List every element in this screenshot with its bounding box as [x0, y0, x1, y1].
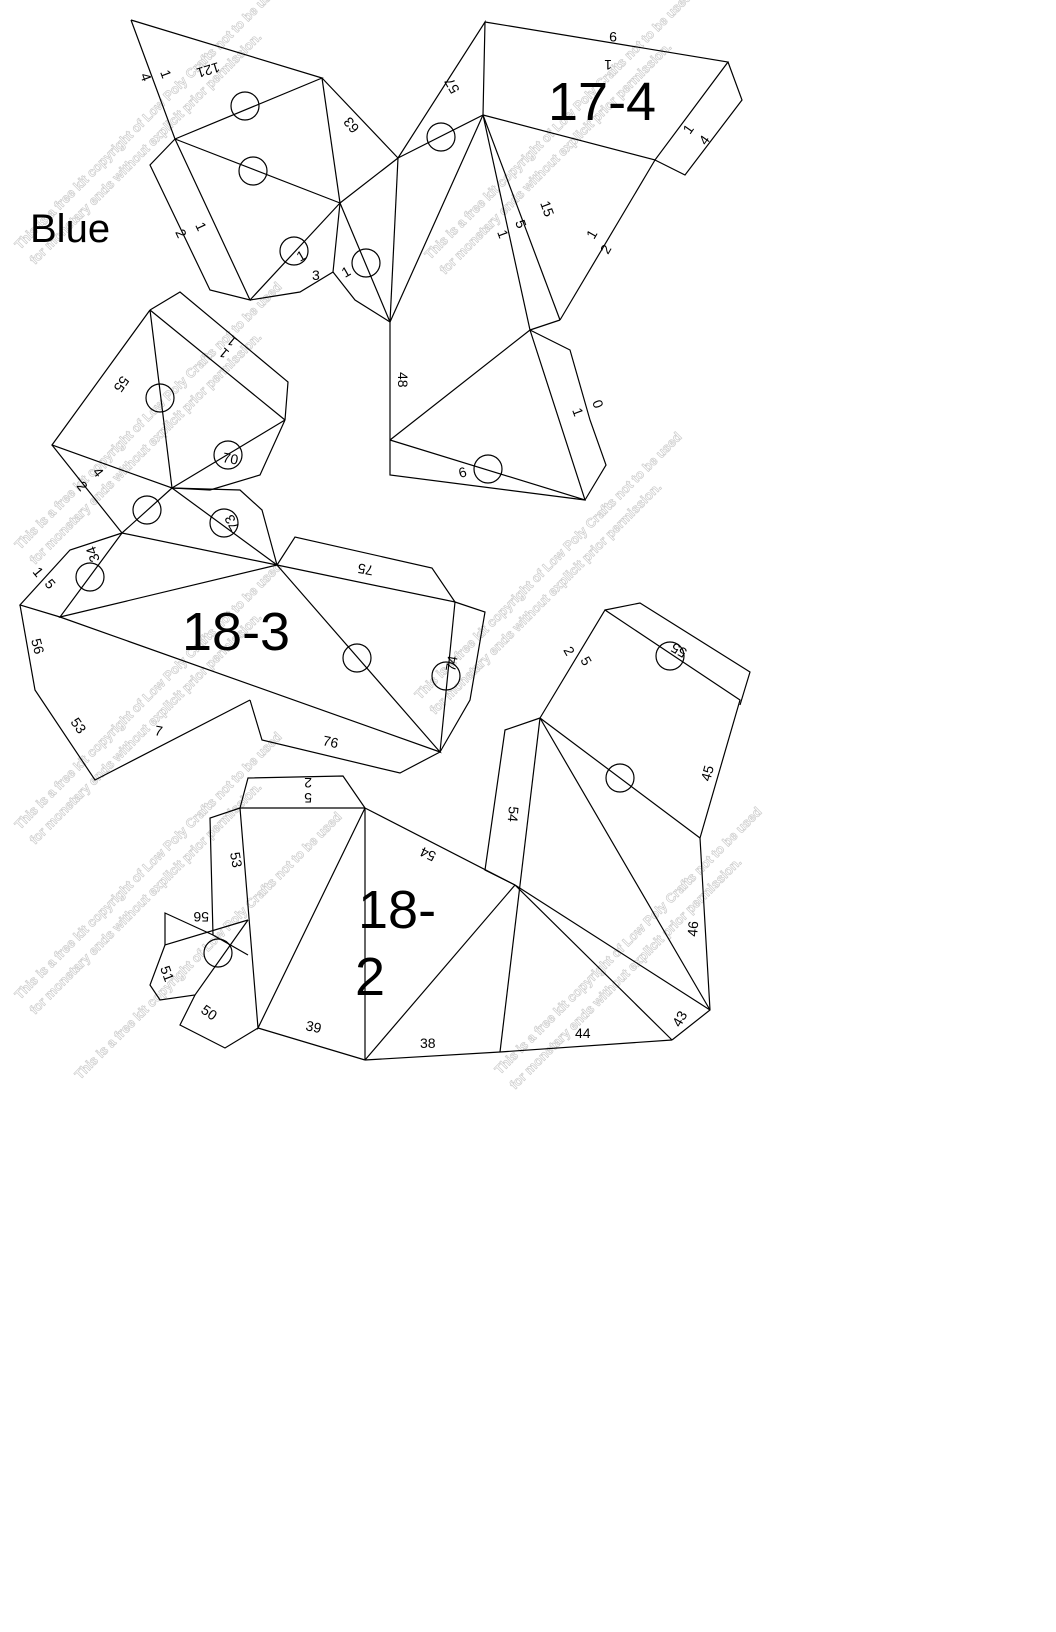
edge-label: 2: [172, 227, 190, 241]
piece-label-18-3: 18-3: [182, 602, 290, 662]
edge-label: 2: [304, 775, 312, 791]
edge-label: 1: [679, 121, 697, 137]
edge-label: 73: [221, 512, 243, 534]
edge-label: 2: [560, 644, 578, 659]
edge-label: 7: [153, 722, 164, 739]
edge-label: 56: [28, 637, 48, 656]
edge-label: 54: [505, 806, 522, 823]
edge-labels: 121 1 4 63 2 1 3 1 1 57 9 1 1 4 15 5 1 1…: [28, 29, 717, 1051]
edge-label: 76: [321, 732, 340, 751]
edge-label: 15: [537, 199, 557, 219]
edge-label: 1: [339, 263, 354, 281]
edge-label: 74: [442, 654, 460, 672]
edge-label: 4: [137, 71, 155, 84]
piece-18-2: 18- 2: [149, 602, 751, 1061]
color-label: Blue: [30, 207, 110, 251]
edge-label: 48: [395, 372, 411, 388]
edge-label: 70: [221, 449, 239, 467]
edge-label: 44: [575, 1025, 591, 1041]
edge-label: 39: [304, 1017, 323, 1036]
edge-label: 9: [609, 29, 617, 45]
edge-label: 121: [195, 59, 222, 81]
edge-label: 6: [457, 463, 469, 481]
edge-label: 5: [512, 218, 530, 231]
watermark-text: This is a free kit copyright of Low Poly…: [492, 804, 765, 1077]
edge-label: 1: [157, 68, 175, 81]
edge-label: 1: [604, 57, 612, 73]
edge-label: 50: [198, 1001, 220, 1023]
piece-label-17-4: 17-4: [548, 72, 656, 132]
edge-label: 45: [697, 763, 717, 782]
watermark-text: for monetary ends without explicit prior…: [427, 479, 665, 717]
edge-label: 1: [569, 406, 587, 419]
edge-label: 1: [294, 247, 309, 265]
edge-label: 0: [589, 398, 607, 411]
edge-label: 38: [420, 1035, 436, 1051]
edge-label: 3: [312, 267, 320, 283]
edge-label: 57: [441, 75, 463, 97]
edge-label: 43: [669, 1008, 691, 1030]
edge-label: 55: [668, 640, 690, 662]
edge-label: 4: [695, 132, 713, 148]
watermark-text: This is a free kit copyright of Low Poly…: [12, 279, 285, 552]
piece-label-18-2: 18-: [358, 880, 436, 940]
edge-label: 5: [577, 654, 595, 669]
edge-label: 55: [110, 373, 132, 395]
edge-label: 54: [417, 844, 438, 865]
edge-label: 51: [157, 964, 177, 984]
edge-label: 53: [68, 715, 90, 737]
edge-label: 1: [583, 227, 601, 242]
piece-17-4: 17-4: [130, 19, 743, 501]
piece-label-18-2-suffix: 2: [355, 947, 385, 1007]
edge-label: 75: [356, 560, 374, 578]
edge-label: 56: [193, 909, 209, 925]
piece-18-3: 18-3: [18, 291, 486, 781]
edge-label: 46: [684, 920, 701, 937]
edge-label: 1: [494, 228, 512, 241]
edge-label: 53: [227, 851, 245, 869]
watermark-text: for monetary ends without explicit prior…: [507, 854, 745, 1092]
edge-label: 1: [192, 220, 210, 234]
edge-label: 5: [304, 790, 312, 806]
edge-label: 34: [82, 544, 102, 564]
